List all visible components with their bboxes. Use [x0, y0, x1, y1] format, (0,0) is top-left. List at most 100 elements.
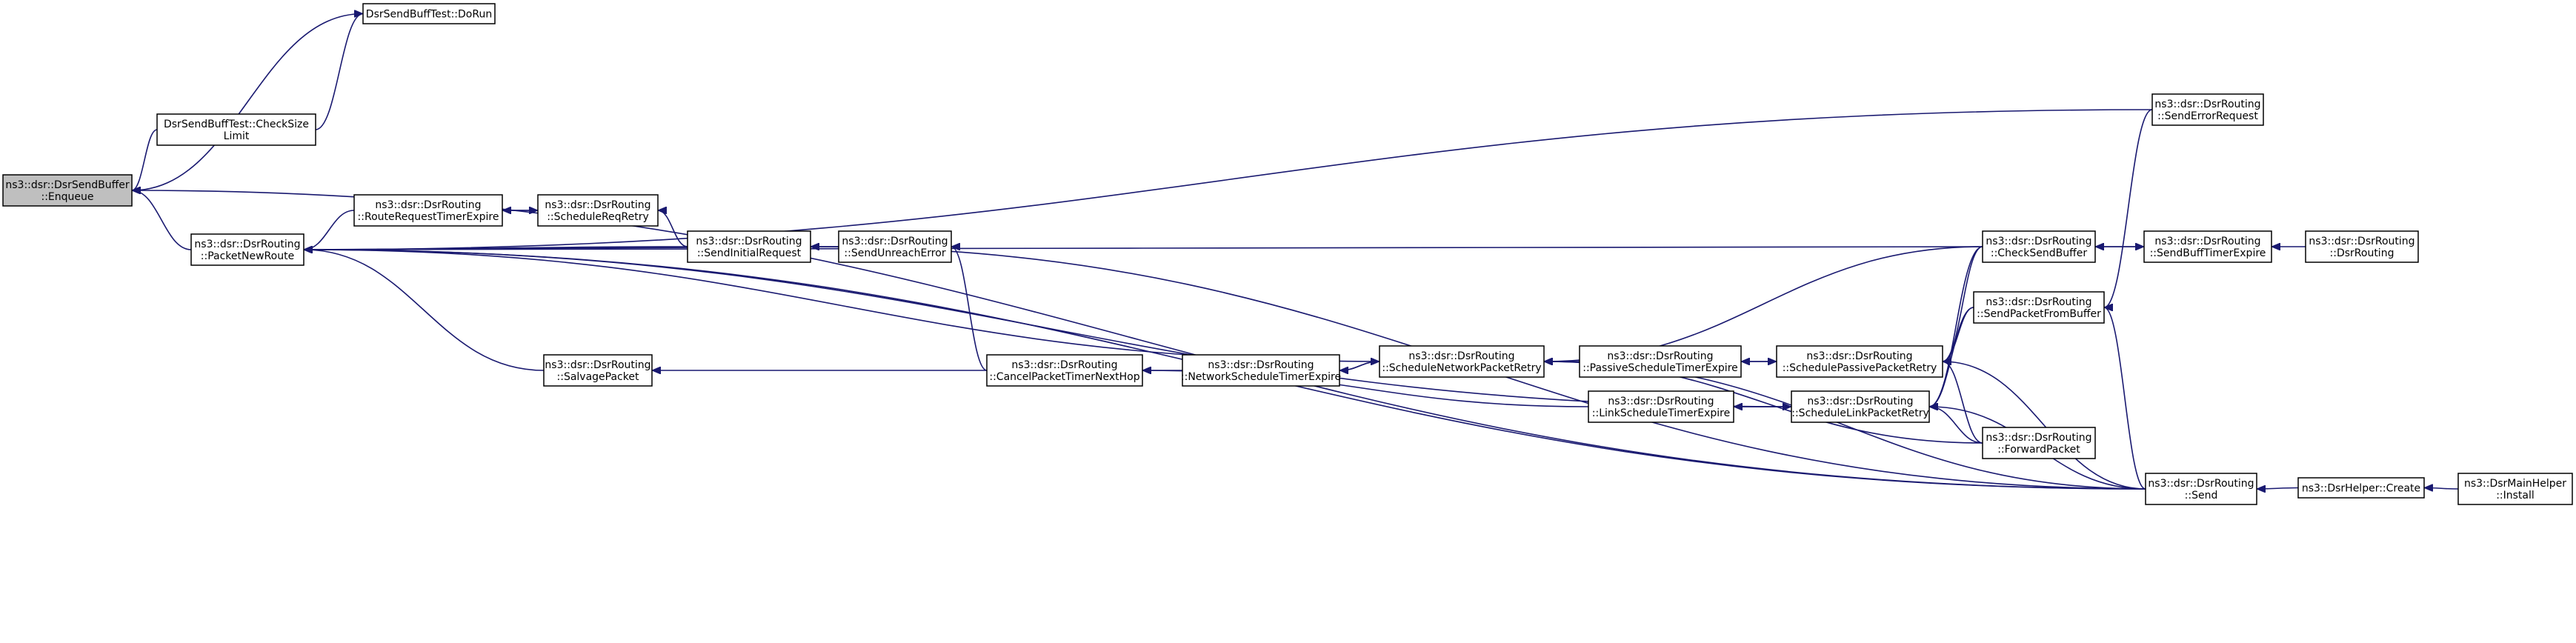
edge-checksendbuffer-to-schedulelinkpacketretry — [1928, 246, 1983, 407]
node-label: ns3::dsr::DsrRouting — [696, 236, 802, 247]
node-sendunreacherror[interactable]: ns3::dsr::DsrRouting::SendUnreachError — [838, 230, 952, 263]
edge-checksendbuffer-to-schedulenetworkpacketretry — [1544, 246, 1983, 362]
node-box — [1182, 354, 1340, 387]
node-dorun[interactable]: DsrSendBuffTest::DoRun — [362, 3, 496, 24]
node-mainhelperinstall[interactable]: ns3::DsrMainHelper::Install — [2457, 473, 2573, 505]
node-box — [1982, 230, 2096, 263]
node-label: ns3::dsr::DsrRouting — [1986, 236, 2091, 247]
node-label: ns3::dsr::DsrRouting — [194, 239, 300, 250]
edge-cancelpackettimernexthop-to-sendunreacherror — [951, 247, 988, 371]
node-box — [687, 230, 811, 263]
node-schedulereqretry[interactable]: ns3::dsr::DsrRouting::ScheduleReqRetry — [537, 194, 659, 227]
edge-send-to-schedulenetworkpacketretry — [1544, 362, 2146, 490]
node-box — [1973, 291, 2105, 324]
edge-send-to-enqueue — [132, 190, 2146, 490]
node-label: ::ForwardPacket — [1997, 444, 2080, 456]
edge-senderrorrequest-to-sendpacketfrombuffer — [2103, 109, 2153, 307]
node-label: ::CancelPacketTimerNextHop — [989, 371, 1139, 383]
node-label: ns3::DsrHelper::Create — [2302, 483, 2420, 495]
node-box — [986, 354, 1143, 387]
node-schedulenetworkpacketretry[interactable]: ns3::dsr::DsrRouting::ScheduleNetworkPac… — [1379, 345, 1545, 378]
node-box — [2457, 473, 2573, 505]
node-salvagepacket[interactable]: ns3::dsr::DsrRouting::SalvagePacket — [543, 354, 653, 387]
node-sendpacketfrombuffer[interactable]: ns3::dsr::DsrRouting::SendPacketFromBuff… — [1973, 291, 2105, 324]
nodes-layer: ns3::dsr::DsrSendBuffer::Enqueue DsrSendB… — [2, 3, 2573, 505]
node-label: ns3::dsr::DsrRouting — [1608, 396, 1714, 407]
node-networkscheduletimerexpire[interactable]: ns3::dsr::DsrRouting::NetworkScheduleTim… — [1181, 354, 1341, 387]
node-label: ::CheckSendBuffer — [1991, 247, 2087, 259]
node-box — [1776, 345, 1943, 378]
node-dsrrouting[interactable]: ns3::dsr::DsrRouting::DsrRouting — [2305, 230, 2419, 263]
node-label: DsrSendBuffTest::DoRun — [366, 9, 492, 21]
node-checksendbuffer[interactable]: ns3::dsr::DsrRouting::CheckSendBuffer — [1982, 230, 2096, 263]
node-box — [2, 174, 133, 207]
node-box — [1579, 345, 1742, 378]
node-packetnewroute[interactable]: ns3::dsr::DsrRouting::PacketNewRoute — [190, 233, 304, 266]
node-box — [1791, 390, 1930, 423]
node-label: ns3::dsr::DsrRouting — [1986, 432, 2091, 444]
edge-networkscheduletimerexpire-to-schedulenetworkpacketretry — [1339, 362, 1379, 371]
node-sendbufftimerexpire[interactable]: ns3::dsr::DsrRouting::SendBuffTimerExpir… — [2143, 230, 2272, 263]
node-box — [353, 194, 503, 227]
node-label: ::Enqueue — [41, 191, 93, 203]
node-box — [543, 354, 653, 387]
node-label: ns3::dsr::DsrRouting — [545, 359, 650, 371]
node-send[interactable]: ns3::dsr::DsrRouting::Send — [2145, 473, 2257, 505]
node-box — [1588, 390, 1734, 423]
node-passivescheduletimerexpire[interactable]: ns3::dsr::DsrRouting::PassiveScheduleTim… — [1579, 345, 1742, 378]
node-label: ::PacketNewRoute — [201, 250, 294, 262]
node-schedulepassivepacketretry[interactable]: ns3::dsr::DsrRouting::SchedulePassivePac… — [1776, 345, 1943, 378]
node-label: ns3::dsr::DsrRouting — [1986, 296, 2091, 308]
node-label: ::RouteRequestTimerExpire — [358, 211, 499, 223]
node-box — [2151, 93, 2264, 126]
edge-send-to-sendpacketfrombuffer — [2103, 307, 2146, 490]
node-label: ::SchedulePassivePacketRetry — [1783, 362, 1937, 374]
node-label: ::Install — [2496, 490, 2535, 502]
node-label: ::SendBuffTimerExpire — [2150, 247, 2266, 259]
node-enqueue[interactable]: ns3::dsr::DsrSendBuffer::Enqueue — [2, 174, 133, 207]
node-linkscheduletimerexpire[interactable]: ns3::dsr::DsrRouting::LinkScheduleTimerE… — [1588, 390, 1734, 423]
edge-checksize-to-enqueue — [131, 129, 158, 190]
node-senderrorrequest[interactable]: ns3::dsr::DsrRouting::SendErrorRequest — [2151, 93, 2264, 126]
node-box — [838, 230, 952, 263]
node-label: ::SendInitialRequest — [697, 247, 802, 259]
node-label: DsrSendBuffTest::CheckSize — [164, 119, 309, 130]
node-label: ns3::dsr::DsrRouting — [545, 199, 650, 211]
edge-salvagepacket-to-packetnewroute — [304, 250, 545, 371]
node-label: ::SalvagePacket — [557, 371, 639, 383]
node-cancelpackettimernexthop[interactable]: ns3::dsr::DsrRouting::CancelPacketTimerN… — [986, 354, 1143, 387]
edge-checksize-to-dorun — [315, 14, 364, 130]
edge-packetnewroute-to-enqueue — [131, 190, 192, 250]
node-helpercreate[interactable]: ns3::DsrHelper::Create — [2297, 477, 2425, 499]
edge-sendpacketfrombuffer-to-schedulelinkpacketretry — [1928, 307, 1974, 407]
node-label: ns3::dsr::DsrRouting — [2309, 236, 2414, 247]
edge-send-to-schedulepassivepacketretry — [1943, 362, 2146, 490]
node-label: ::SendUnreachError — [844, 247, 945, 259]
edge-checksendbuffer-to-schedulepassivepacketretry — [1942, 246, 1983, 362]
node-label: ns3::dsr::DsrRouting — [1208, 359, 1314, 371]
node-forwardpacket[interactable]: ns3::dsr::DsrRouting::ForwardPacket — [1982, 427, 2096, 459]
node-label: ns3::dsr::DsrSendBuffer — [5, 179, 129, 191]
node-schedulelinkpacketretry[interactable]: ns3::dsr::DsrRouting::ScheduleLinkPacket… — [1791, 390, 1930, 423]
node-label: ns3::dsr::DsrRouting — [375, 199, 481, 211]
node-label: ns3::dsr::DsrRouting — [1408, 350, 1514, 362]
node-box — [2297, 477, 2425, 499]
edge-routerequesttimerexpire-to-packetnewroute — [303, 210, 355, 250]
node-label: ns3::dsr::DsrRouting — [2154, 236, 2260, 247]
node-routerequesttimerexpire[interactable]: ns3::dsr::DsrRouting::RouteRequestTimerE… — [353, 194, 503, 227]
node-label: ns3::dsr::DsrRouting — [842, 236, 948, 247]
node-box — [2145, 473, 2257, 505]
edge-mainhelperinstall-to-helpercreate — [2424, 488, 2459, 490]
node-label: ns3::dsr::DsrRouting — [2154, 99, 2260, 110]
node-label: ns3::dsr::DsrRouting — [1806, 350, 1912, 362]
node-label: ::ScheduleReqRetry — [547, 211, 649, 223]
edges-layer — [131, 14, 2459, 490]
node-label: ::Send — [2185, 490, 2218, 502]
node-label: ::NetworkScheduleTimerExpire — [1181, 371, 1341, 383]
edge-checksendbuffer-to-packetnewroute — [304, 247, 1983, 250]
node-label: Limit — [224, 130, 250, 142]
node-label: ns3::DsrMainHelper — [2464, 478, 2566, 490]
node-sendinitialrequest[interactable]: ns3::dsr::DsrRouting::SendInitialRequest — [687, 230, 811, 263]
